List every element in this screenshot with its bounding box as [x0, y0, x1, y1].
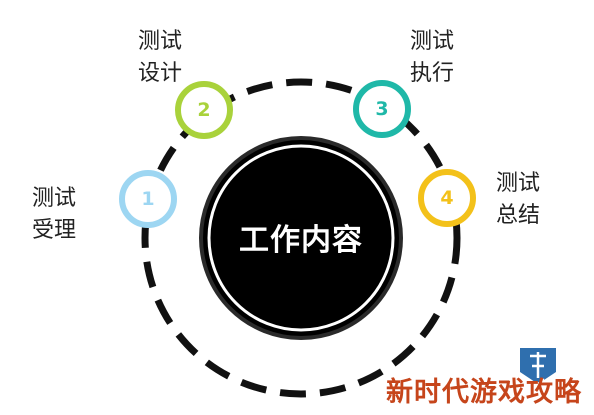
- step-4-label-line1: 测试: [496, 171, 541, 196]
- watermark-text: 新时代游戏攻略: [386, 377, 582, 408]
- logo-icon: [520, 348, 556, 384]
- dashed-outer-ring: [141, 78, 461, 398]
- center-circle: [199, 136, 403, 340]
- step-2-label-line1: 测试: [138, 29, 183, 54]
- step-4-number: 4: [440, 187, 454, 209]
- step-3-number: 3: [375, 98, 389, 120]
- step-4-label-line2: 总结: [496, 203, 541, 228]
- center-title: 工作内容: [239, 223, 363, 258]
- step-4-label: 测试 总结: [496, 168, 540, 232]
- step-1-label-line2: 受理: [32, 218, 77, 243]
- step-1-number: 1: [141, 188, 155, 210]
- step-2-label: 测试 设计: [138, 26, 182, 90]
- step-3-label-line2: 执行: [410, 61, 455, 86]
- step-3-circle: [353, 80, 411, 138]
- step-3-label: 测试 执行: [410, 26, 454, 90]
- step-1-label: 测试 受理: [32, 183, 76, 247]
- step-1-label-line1: 测试: [32, 186, 77, 211]
- step-1-circle: [119, 170, 177, 228]
- step-2-circle: [175, 81, 233, 139]
- step-2-label-line2: 设计: [138, 61, 183, 86]
- center-circle-inner-ring: [207, 144, 395, 332]
- step-4-circle: [418, 169, 476, 227]
- step-3-label-line1: 测试: [410, 29, 455, 54]
- step-2-number: 2: [197, 99, 211, 121]
